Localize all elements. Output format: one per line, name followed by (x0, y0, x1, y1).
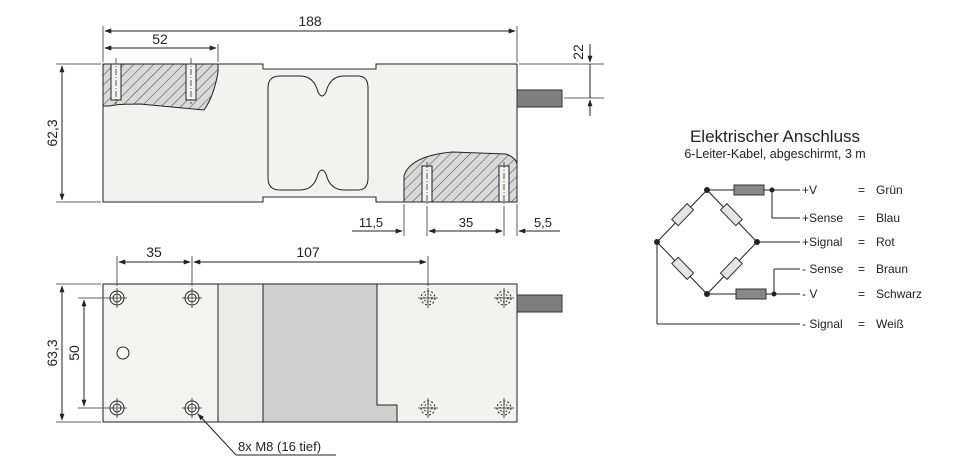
threaded-hole-icon (107, 288, 127, 308)
hidden-hole-icon (418, 288, 438, 308)
bridge-resistor-icon (671, 202, 695, 227)
compensation-resistor-icon (735, 288, 767, 300)
wire-signal: +V (802, 183, 817, 197)
hidden-hole-icon (494, 288, 514, 308)
dim-bottom-spacing: 35 (459, 215, 473, 230)
wire-eq: = (858, 183, 865, 197)
hidden-hole-icon (494, 398, 514, 418)
electrical-title: Elektrischer Anschluss (690, 127, 860, 146)
wire-eq: = (858, 317, 865, 331)
wire-color: Grün (876, 183, 903, 197)
dim-right-offset: 5,5 (534, 215, 552, 230)
electrical-connection: Elektrischer Anschluss 6-Leiter-Kabel, a… (654, 127, 922, 331)
dim-height: 62,3 (44, 119, 60, 146)
side-threaded-holes (110, 58, 510, 208)
bridge-resistor-icon (719, 202, 743, 227)
wire-color: Braun (876, 262, 908, 276)
wire-color: Schwarz (876, 287, 922, 301)
wire-signal: - V (802, 287, 817, 301)
dim-cable-offset: 22 (570, 44, 586, 60)
compensation-resistor-icon (733, 184, 765, 196)
wire-signal: - Sense (802, 262, 844, 276)
threaded-hole-icon (182, 288, 202, 308)
top-cable (516, 294, 563, 313)
dim-top-span: 107 (296, 244, 320, 260)
wire-color: Blau (876, 211, 900, 225)
bridge-resistor-icon (719, 256, 743, 281)
wire-eq: = (858, 287, 865, 301)
top-center-panel (262, 283, 398, 423)
top-view: 35 107 63,3 50 8x M8 (16 tief) (44, 244, 563, 456)
center-cutout (267, 75, 369, 191)
plain-hole-icon (116, 346, 130, 360)
wire-color: Weiß (876, 317, 904, 331)
wheatstone-bridge (654, 184, 800, 325)
side-view: 188 52 62,3 22 11,5 35 5,5 (44, 13, 604, 236)
top-holes (107, 288, 514, 418)
wire-signal: - Signal (802, 317, 843, 331)
threaded-hole-icon (182, 398, 202, 418)
thread-callout: 8x M8 (16 tief) (238, 439, 321, 454)
dim-hole-spacing-top: 52 (152, 31, 168, 47)
side-cable (516, 89, 563, 108)
wire-color: Rot (876, 235, 895, 249)
wire-eq: = (858, 211, 865, 225)
wire-signal: +Sense (802, 211, 843, 225)
dim-length: 188 (298, 13, 322, 29)
wire-signal: +Signal (802, 235, 842, 249)
threaded-hole-icon (107, 398, 127, 418)
dim-left-offset: 11,5 (359, 215, 383, 230)
wire-eq: = (858, 262, 865, 276)
electrical-subtitle: 6-Leiter-Kabel, abgeschirmt, 3 m (684, 147, 865, 161)
dim-top-hole-spacing: 35 (146, 244, 162, 260)
hidden-hole-icon (418, 398, 438, 418)
bridge-resistor-icon (671, 256, 695, 281)
dim-width: 63,3 (44, 339, 60, 366)
wire-list: +V = Grün +Sense = Blau +Signal = Rot - … (802, 183, 922, 331)
wire-eq: = (858, 235, 865, 249)
dim-inner-width: 50 (66, 345, 82, 361)
